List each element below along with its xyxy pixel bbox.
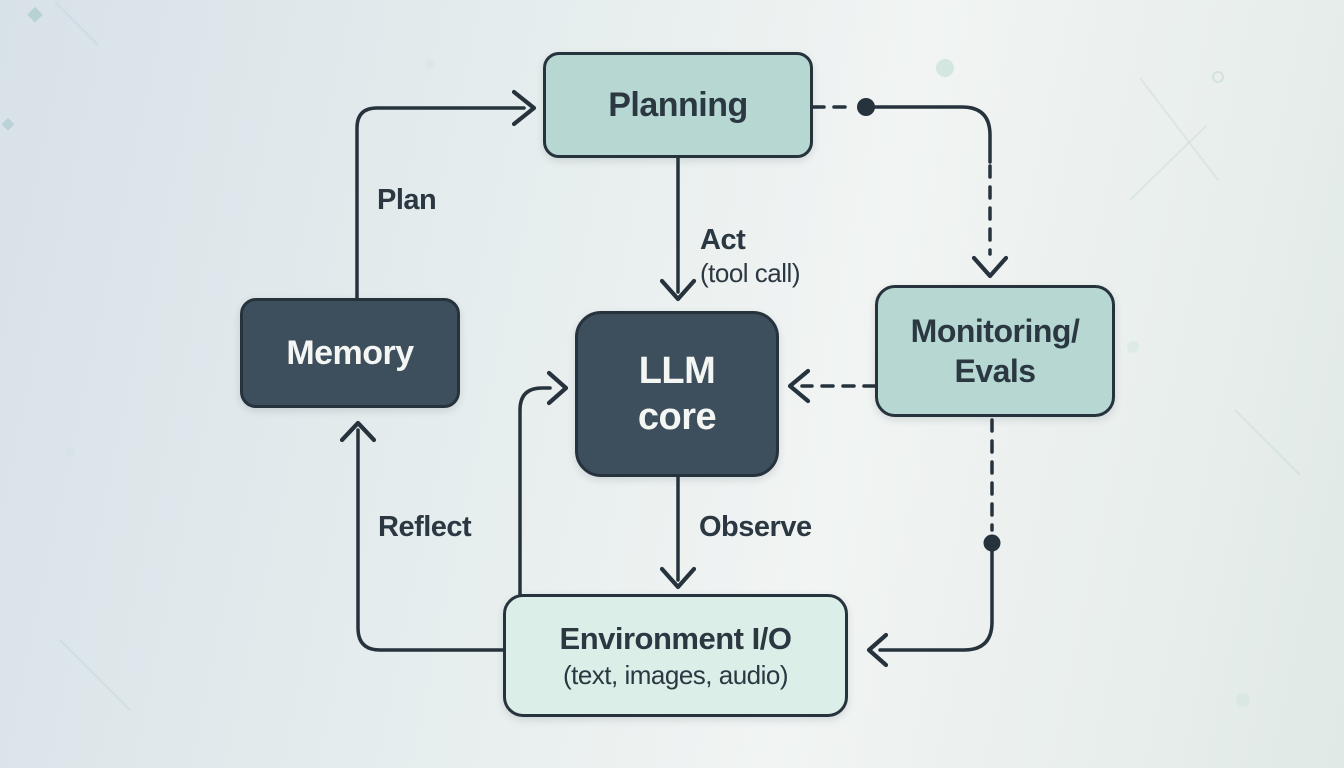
node-llm-core-label-line2: core — [637, 396, 717, 438]
node-planning: Planning — [543, 52, 813, 158]
arrowhead-right-llm — [546, 370, 569, 406]
arrowhead-left-environment — [866, 632, 889, 668]
arrowhead-up-memory — [339, 420, 377, 443]
edge-label-observe: Observe — [699, 511, 812, 543]
arrowhead-down-llm — [659, 278, 697, 302]
edge-label-act: Act — [700, 224, 746, 256]
node-llm-core-label-line1: LLM — [638, 349, 716, 392]
edge-planning-to-monitoring-solid — [864, 105, 992, 164]
arrowhead-right-planning — [511, 89, 537, 127]
node-monitoring-evals: Monitoring/ Evals — [875, 285, 1115, 417]
edge-environment-to-llm — [518, 386, 552, 596]
edge-label-act-sub: (tool call) — [700, 258, 800, 288]
edge-monitoring-to-environment — [878, 541, 994, 652]
edge-label-plan: Plan — [377, 184, 437, 216]
node-monitoring-label-line1: Monitoring/ — [910, 313, 1080, 349]
arrowhead-down-environment — [659, 566, 697, 590]
node-environment-io: Environment I/O (text, images, audio) — [503, 594, 848, 717]
node-environment-label-line1: Environment I/O — [559, 620, 792, 656]
node-memory-label: Memory — [286, 333, 414, 372]
arrowhead-left-llm — [787, 368, 811, 404]
node-memory: Memory — [240, 298, 460, 408]
arrowhead-down-monitoring — [971, 255, 1009, 279]
edge-label-reflect: Reflect — [378, 511, 472, 543]
edge-memory-to-planning — [355, 106, 526, 300]
node-environment-label-line2: (text, images, audio) — [562, 659, 789, 690]
node-llm-core: LLM core — [575, 311, 779, 477]
node-monitoring-label-line2: Evals — [954, 353, 1036, 389]
node-planning-label: Planning — [608, 85, 748, 124]
edge-environment-to-memory — [356, 428, 505, 652]
